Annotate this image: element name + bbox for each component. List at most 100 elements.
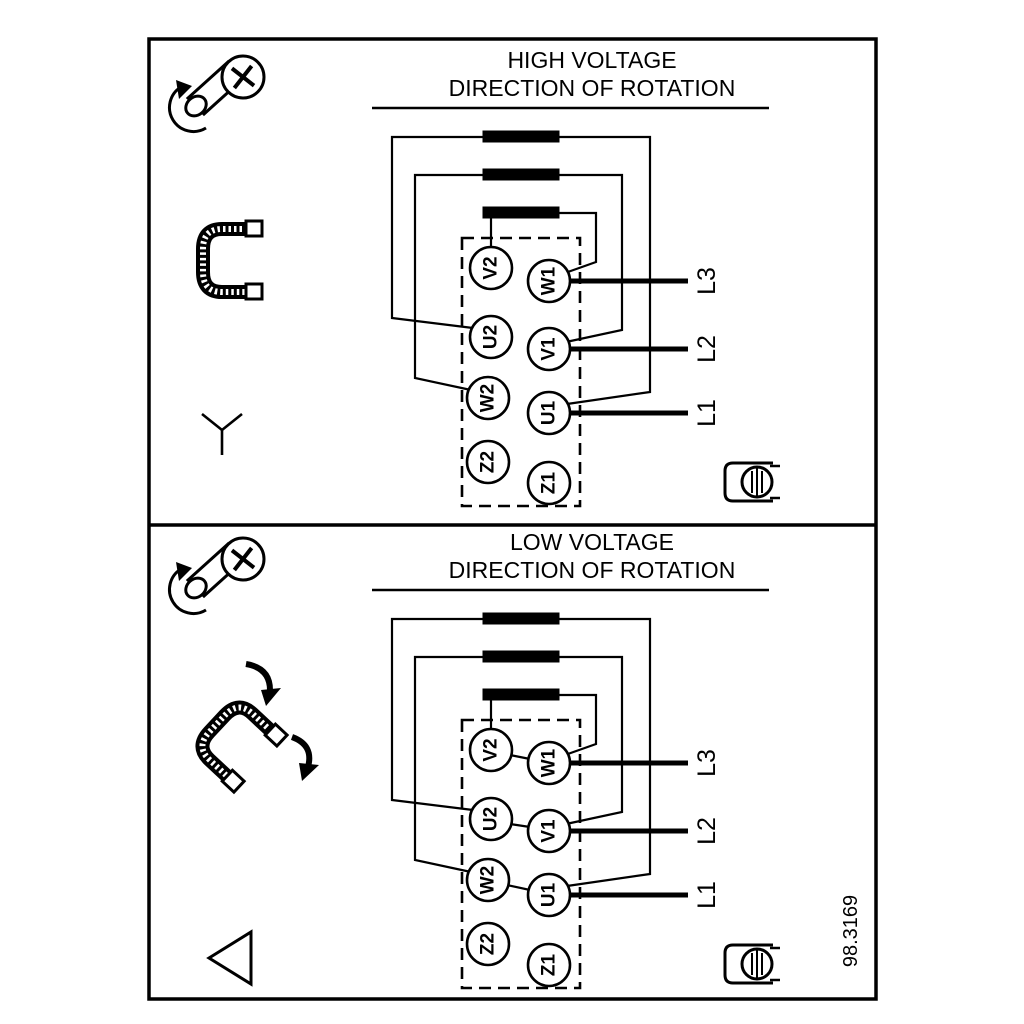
ground-screw-icon bbox=[723, 943, 780, 985]
terminal: V1 bbox=[526, 326, 572, 372]
terminal: U2 bbox=[468, 796, 514, 842]
terminal: V2 bbox=[468, 727, 514, 773]
terminal-label: V2 bbox=[481, 738, 502, 761]
bridge-hatch bbox=[199, 704, 278, 784]
ground-bracket bbox=[723, 943, 773, 985]
jumper-bar bbox=[482, 688, 560, 701]
jumper-bar bbox=[482, 650, 560, 663]
ground-screw-slots bbox=[751, 950, 763, 978]
terminal-bridge-icon bbox=[195, 700, 290, 795]
terminal: V2 bbox=[468, 245, 514, 291]
terminal: V1 bbox=[526, 808, 572, 854]
terminal-circle bbox=[468, 796, 514, 842]
terminal-label: V2 bbox=[481, 256, 502, 279]
panel-subtitle: DIRECTION OF ROTATION bbox=[449, 557, 736, 583]
terminal-circle bbox=[465, 857, 511, 903]
terminal: W2 bbox=[465, 375, 511, 421]
wire bbox=[506, 883, 531, 892]
figure-number: 98.3169 bbox=[840, 895, 862, 967]
wire bbox=[559, 655, 624, 826]
panel-subtitle: DIRECTION OF ROTATION bbox=[449, 75, 736, 101]
supply-line-label: L1 bbox=[693, 399, 721, 427]
rotation-arrow-icon bbox=[168, 85, 207, 133]
terminal: Z2 bbox=[465, 439, 511, 485]
terminal-circle bbox=[526, 460, 572, 506]
wire bbox=[413, 655, 483, 874]
panel-title: LOW VOLTAGE bbox=[510, 529, 674, 555]
ground-screw-slots bbox=[751, 468, 763, 496]
bridge-end bbox=[244, 282, 264, 301]
bridge-arrow-icon bbox=[290, 734, 319, 781]
terminal-circle bbox=[465, 439, 511, 485]
terminal-label: W2 bbox=[478, 866, 499, 895]
terminal-circle bbox=[526, 740, 572, 786]
wire bbox=[390, 135, 483, 330]
ground-screw-icon bbox=[723, 461, 780, 503]
terminal-bridge-icon bbox=[196, 219, 264, 301]
terminal-label: Z2 bbox=[478, 451, 499, 473]
terminal-label: W1 bbox=[539, 266, 560, 295]
phillips-slot-icon bbox=[230, 546, 256, 572]
jumper-bar bbox=[482, 168, 560, 181]
star-connection-icon bbox=[201, 412, 243, 455]
terminal-label: V1 bbox=[539, 337, 560, 361]
wire bbox=[559, 173, 624, 344]
diagram-frame bbox=[147, 37, 878, 1001]
wire bbox=[509, 753, 531, 761]
terminal-circle bbox=[465, 375, 511, 421]
bridge-end bbox=[220, 768, 247, 795]
screw-tip bbox=[184, 576, 208, 600]
supply-line-label: L3 bbox=[693, 749, 721, 777]
terminal: U1 bbox=[526, 390, 572, 436]
terminal: W1 bbox=[526, 258, 572, 304]
terminal: Z1 bbox=[526, 460, 572, 506]
wire bbox=[559, 693, 598, 757]
terminal: U2 bbox=[468, 314, 514, 360]
terminal-circle bbox=[468, 245, 514, 291]
terminal-circle bbox=[468, 314, 514, 360]
screw-tip bbox=[184, 94, 208, 118]
terminal-label: U1 bbox=[539, 400, 560, 425]
wire bbox=[559, 211, 598, 275]
bridge-end bbox=[244, 219, 264, 238]
terminal-circle bbox=[468, 727, 514, 773]
jumper-bar bbox=[482, 206, 560, 219]
supply-line-label: L2 bbox=[693, 817, 721, 845]
delta-connection-icon bbox=[206, 929, 253, 987]
bridge-arrow-icon bbox=[245, 661, 281, 706]
terminal: Z2 bbox=[465, 921, 511, 967]
rotation-arrow-icon bbox=[168, 567, 207, 615]
terminal-label: Z2 bbox=[478, 933, 499, 955]
wire bbox=[413, 173, 483, 392]
terminal-box bbox=[460, 236, 582, 508]
terminal: W2 bbox=[465, 857, 511, 903]
terminal-circle bbox=[526, 326, 572, 372]
terminal-label: U2 bbox=[481, 807, 502, 831]
ground-bracket bbox=[723, 461, 773, 503]
terminal: Z1 bbox=[526, 942, 572, 988]
terminal-circle bbox=[526, 390, 572, 436]
terminal-circle bbox=[465, 921, 511, 967]
supply-line-label: L2 bbox=[693, 335, 721, 363]
terminal-label: U1 bbox=[539, 882, 560, 907]
terminal-label: Z1 bbox=[539, 953, 560, 976]
panel-title: HIGH VOLTAGE bbox=[507, 47, 676, 73]
screw-rotation-icon bbox=[168, 54, 266, 133]
phillips-slot-icon bbox=[230, 64, 256, 90]
terminal-label: U2 bbox=[481, 325, 502, 349]
panel-high-voltage: HIGH VOLTAGE DIRECTION OF ROTATION bbox=[168, 47, 780, 508]
rotation-arrowhead-icon bbox=[176, 80, 192, 99]
jumper-bar bbox=[482, 130, 560, 143]
bridge-hatch bbox=[200, 226, 253, 295]
terminal-circle bbox=[526, 872, 572, 918]
terminal-label: W1 bbox=[539, 748, 560, 777]
jumper-bar bbox=[482, 612, 560, 625]
rotation-arrowhead-icon bbox=[176, 562, 192, 581]
wire bbox=[509, 822, 531, 829]
terminal-box bbox=[460, 718, 582, 990]
bridge-end bbox=[263, 722, 290, 749]
terminal-label: W2 bbox=[478, 384, 499, 413]
panel-low-voltage: LOW VOLTAGE DIRECTION OF ROTATION bbox=[168, 529, 862, 990]
